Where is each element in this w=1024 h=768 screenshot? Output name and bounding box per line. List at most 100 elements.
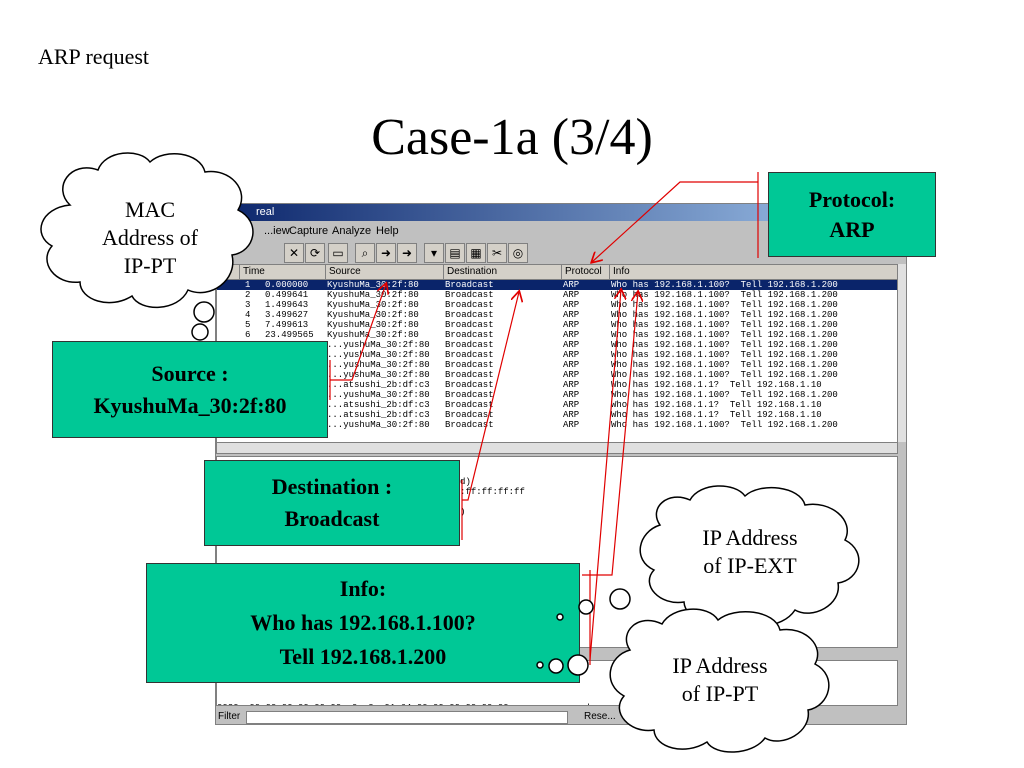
source-callout: Source : KyushuMa_30:2f:80 xyxy=(52,341,328,438)
protocol-callout-text: Protocol: ARP xyxy=(808,186,896,242)
menu-help[interactable]: Help xyxy=(376,225,399,237)
row-number: 5 xyxy=(245,320,251,330)
ip-pt-cloud-shape xyxy=(609,608,830,753)
help-icon[interactable]: ◎ xyxy=(508,243,528,263)
row-protocol: ARP xyxy=(563,300,580,310)
close-icon[interactable]: ✕ xyxy=(284,243,304,263)
packet-list-header: Time Source Destination Protocol Info xyxy=(217,265,897,280)
row-info: Who has 192.168.1.1? Tell 192.168.1.10 xyxy=(611,410,822,420)
row-info: Who has 192.168.1.100? Tell 192.168.1.20… xyxy=(611,370,838,380)
row-protocol: ARP xyxy=(563,310,580,320)
row-destination: Broadcast xyxy=(445,380,494,390)
filter-input[interactable] xyxy=(246,711,568,724)
row-destination: Broadcast xyxy=(445,370,494,380)
ip-ext-cloud-shape xyxy=(639,485,860,627)
menu-capture[interactable]: Capture xyxy=(289,225,329,237)
info-arrow-2 xyxy=(589,290,621,661)
row-protocol: ARP xyxy=(563,380,580,390)
row-destination: Broadcast xyxy=(445,360,494,370)
row-number: 6 xyxy=(245,330,251,340)
row-info: Who has 192.168.1.100? Tell 192.168.1.20… xyxy=(611,300,838,310)
colorize-icon[interactable]: ▦ xyxy=(466,243,486,263)
window-titlebar: real xyxy=(216,204,906,221)
row-info: Who has 192.168.1.100? Tell 192.168.1.20… xyxy=(611,360,838,370)
menu-view[interactable]: ...iew xyxy=(264,225,290,237)
row-time: 0.499641 xyxy=(265,290,309,300)
row-destination: Broadcast xyxy=(445,420,494,430)
row-destination: Broadcast xyxy=(445,340,494,350)
capture-start-icon[interactable]: ▾ xyxy=(424,243,444,263)
row-protocol: ARP xyxy=(563,410,580,420)
filter-label: Filter xyxy=(218,711,241,722)
menu-analyze[interactable]: Analyze xyxy=(332,225,372,237)
row-protocol: ARP xyxy=(563,370,580,380)
capture-options-icon[interactable]: ▤ xyxy=(445,243,465,263)
mac-cloud-text: MAC Address of IP-PT xyxy=(102,197,198,278)
go-icon[interactable]: ➜ xyxy=(376,243,396,263)
column-time[interactable]: Time xyxy=(239,265,327,279)
ip-ext-cloud-text: IP Address of IP-EXT xyxy=(702,525,798,578)
reload-icon[interactable]: ⟳ xyxy=(305,243,325,263)
column-destination[interactable]: Destination xyxy=(443,265,563,279)
destination-callout: Destination : Broadcast xyxy=(204,460,460,546)
reset-button[interactable]: Rese... xyxy=(584,711,616,722)
column-protocol[interactable]: Protocol xyxy=(561,265,611,279)
ip-pt-cloud-bubble xyxy=(567,654,589,676)
row-protocol: ARP xyxy=(563,340,580,350)
row-source: ...yushuMa_30:2f:80 xyxy=(327,360,430,370)
detail-line[interactable]: f:ff:ff:ff:ff:ff xyxy=(438,487,525,497)
row-info: Who has 192.168.1.100? Tell 192.168.1.20… xyxy=(611,330,838,340)
packet-list-hscrollbar[interactable] xyxy=(216,442,898,454)
destination-callout-text: Destination : Broadcast xyxy=(271,474,393,531)
row-info: Who has 192.168.1.100? Tell 192.168.1.20… xyxy=(611,280,838,290)
row-protocol: ARP xyxy=(563,400,580,410)
row-protocol: ARP xyxy=(563,350,580,360)
row-protocol: ARP xyxy=(563,330,580,340)
row-protocol: ARP xyxy=(563,390,580,400)
row-source: ...yushuMa_30:2f:80 xyxy=(327,350,430,360)
find-icon[interactable]: ⌕ xyxy=(355,243,375,263)
row-protocol: ARP xyxy=(563,280,580,290)
source-callout-text: Source : KyushuMa_30:2f:80 xyxy=(93,360,287,418)
row-destination: Broadcast xyxy=(445,290,494,300)
row-time: 1.499643 xyxy=(265,300,309,310)
row-number: 4 xyxy=(245,310,251,320)
row-destination: Broadcast xyxy=(445,300,494,310)
column-source[interactable]: Source xyxy=(325,265,445,279)
source-arrow xyxy=(330,284,386,381)
row-info: Who has 192.168.1.100? Tell 192.168.1.20… xyxy=(611,320,838,330)
preferences-icon[interactable]: ✂ xyxy=(487,243,507,263)
table-row[interactable]: ...yushuMa_30:2f:80 Broadcast ARP Who has 1… xyxy=(217,370,897,380)
print-icon[interactable]: ▭ xyxy=(328,243,348,263)
row-source: KyushuMa_30:2f:80 xyxy=(327,280,419,290)
row-destination: Broadcast xyxy=(445,330,494,340)
toolbar: ✕ ⟳ ▭ ⌕ ➜ ➜ ▾ ▤ ▦ ✂ ◎ xyxy=(216,240,906,266)
row-source: ...yushuMa_30:2f:80 xyxy=(327,370,430,380)
packet-list-scrollbar[interactable] xyxy=(897,264,906,442)
row-destination: Broadcast xyxy=(445,320,494,330)
row-protocol: ARP xyxy=(563,420,580,430)
menu-bar: ...iew Capture Analyze Help xyxy=(216,222,906,240)
column-info[interactable]: Info xyxy=(609,265,897,279)
row-info: Who has 192.168.1.1? Tell 192.168.1.10 xyxy=(611,400,822,410)
row-info: Who has 192.168.1.100? Tell 192.168.1.20… xyxy=(611,340,838,350)
goto-icon[interactable]: ➜ xyxy=(397,243,417,263)
row-source: KyushuMa_30:2f:80 xyxy=(327,330,419,340)
slide-title: Case-1a (3/4) xyxy=(371,109,653,166)
